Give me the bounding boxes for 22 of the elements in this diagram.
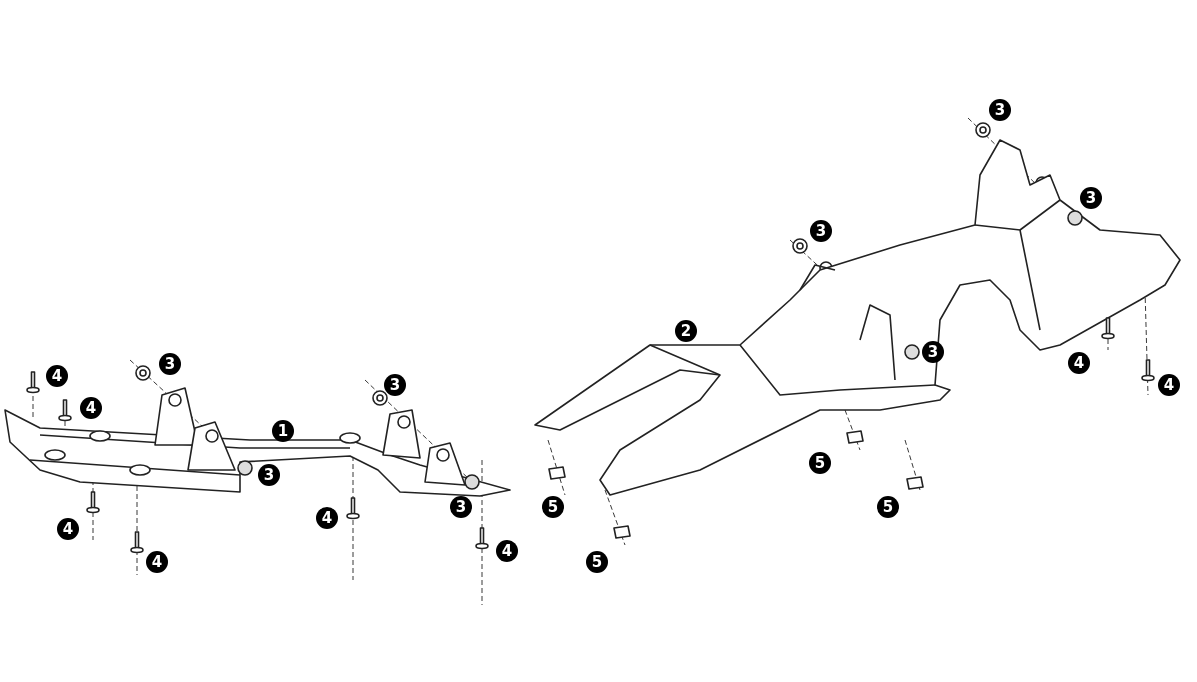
callout-number: 2 [675, 320, 697, 342]
callout-number: 5 [877, 496, 899, 518]
callout-number: 4 [1158, 374, 1180, 396]
callout-number: 3 [159, 353, 181, 375]
callout-number: 5 [542, 496, 564, 518]
callout-number: 4 [316, 507, 338, 529]
callout-number: 3 [922, 341, 944, 363]
callout-number: 3 [1080, 187, 1102, 209]
callout-number: 1 [272, 420, 294, 442]
callout-number: 4 [146, 551, 168, 573]
callout-number: 5 [809, 452, 831, 474]
callout-number: 5 [586, 551, 608, 573]
callout-number: 3 [810, 220, 832, 242]
callout-number: 4 [1068, 352, 1090, 374]
callout-number: 3 [450, 496, 472, 518]
callout-number: 3 [989, 99, 1011, 121]
callout-number: 4 [80, 397, 102, 419]
callout-number: 4 [496, 540, 518, 562]
callout-number: 3 [258, 464, 280, 486]
callout-number: 3 [384, 374, 406, 396]
callout-number: 4 [57, 518, 79, 540]
callout-number: 4 [46, 365, 68, 387]
